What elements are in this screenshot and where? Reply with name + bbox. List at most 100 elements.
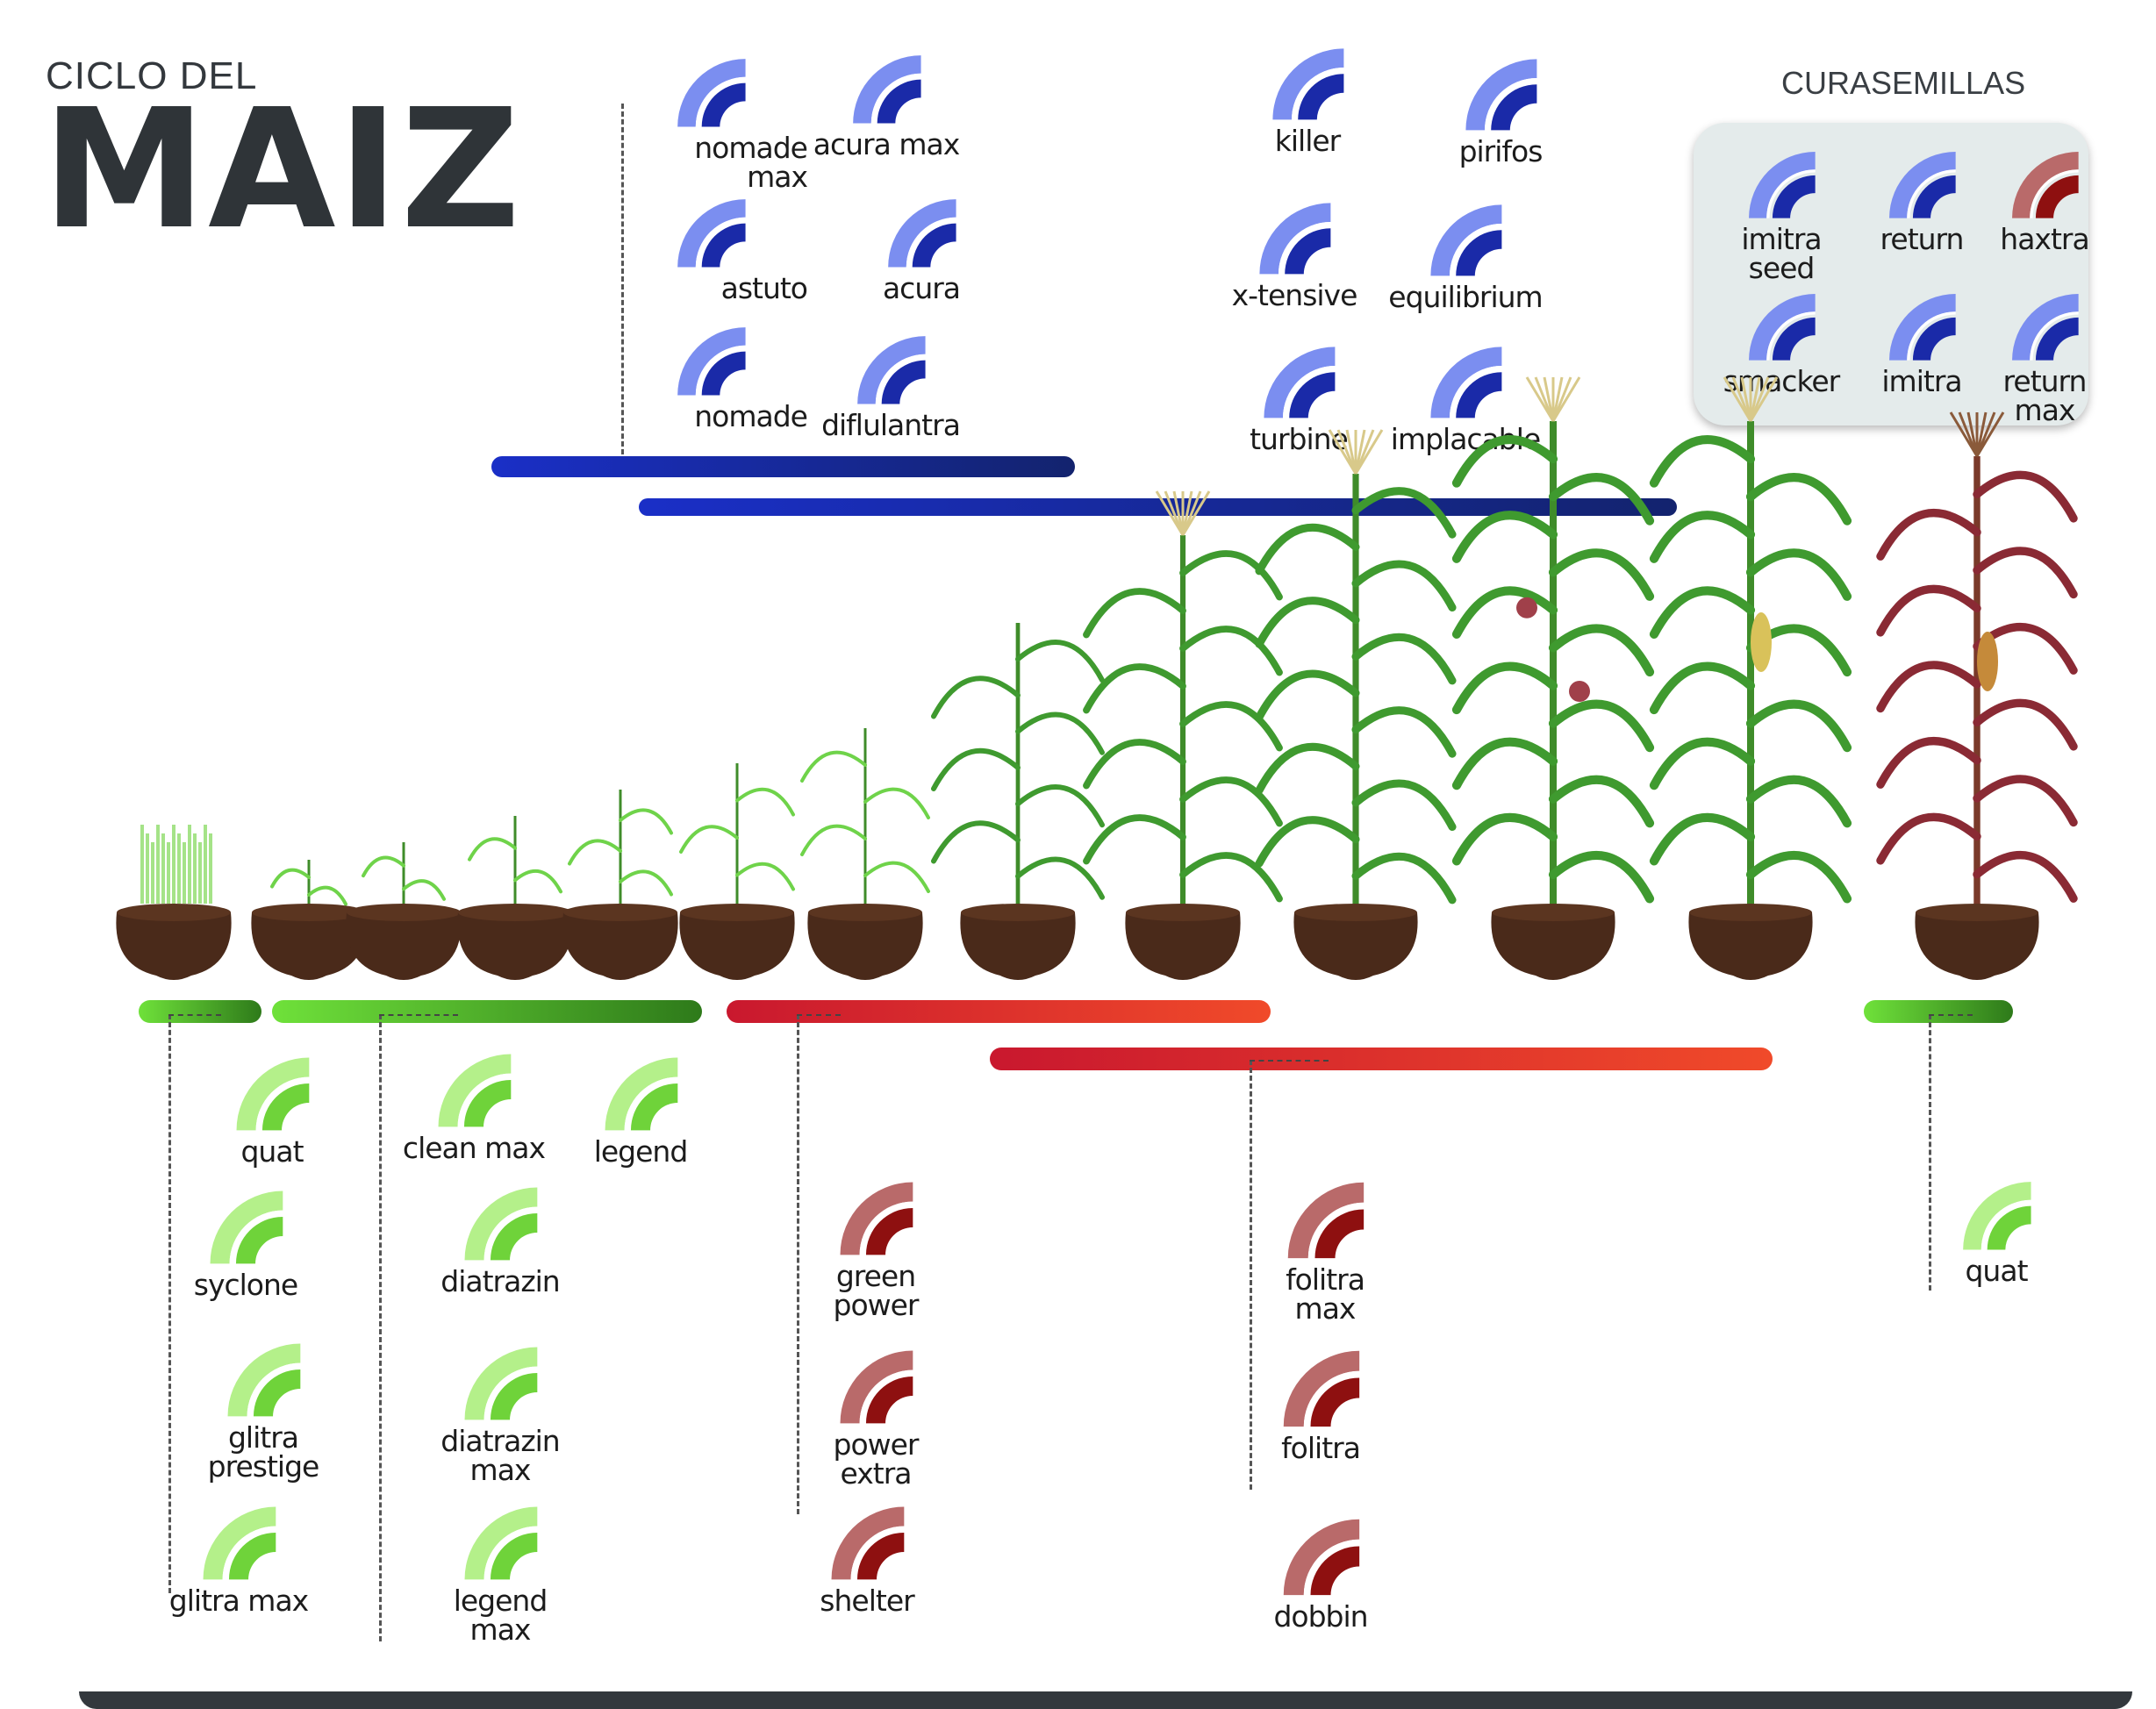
growth-stage — [1649, 376, 1852, 980]
curasemilla-item: imitra seed — [1685, 147, 1878, 282]
connector-quat-tick — [168, 1014, 221, 1016]
product-label: nomade max — [694, 131, 808, 194]
herbicide-item: glitra prestige — [167, 1339, 360, 1481]
green-arc-icon — [149, 1186, 342, 1267]
product-label: diatrazin max — [441, 1424, 560, 1487]
fungicide-item: dobbin — [1224, 1514, 1417, 1631]
green-arc-icon — [167, 1339, 360, 1419]
insecticide-item: turbine — [1202, 342, 1395, 454]
blue-arc-icon — [614, 323, 807, 398]
insecticide-item: acura — [825, 195, 1018, 303]
product-label: diflulantra — [821, 408, 961, 442]
fungicide-bar-2 — [990, 1048, 1773, 1070]
growth-stage — [116, 825, 232, 980]
green-arc-icon — [544, 1053, 737, 1133]
product-label: nomade — [694, 399, 808, 433]
product-label: return — [1880, 222, 1965, 256]
green-arc-icon — [404, 1342, 597, 1423]
product-label: acura — [882, 271, 961, 305]
product-label: quat — [1965, 1254, 2028, 1288]
product-label: glitra max — [168, 1584, 309, 1618]
curasemillas-title: CURASEMILLAS — [1781, 65, 2026, 101]
fungicide-item: folitra — [1224, 1346, 1417, 1462]
insecticide-item: killer — [1211, 44, 1404, 155]
blue-arc-icon — [1685, 290, 1878, 363]
herbicide-item: legend — [544, 1053, 737, 1166]
product-label: equilibrium — [1388, 280, 1543, 314]
herbicide-item: diatrazin — [404, 1183, 597, 1296]
connector-fungicides-b-tick — [1250, 1060, 1329, 1062]
product-label: power extra — [833, 1427, 920, 1491]
growth-stage — [251, 860, 367, 980]
curasemilla-item: return — [1825, 147, 2018, 254]
green-arc-icon — [175, 1053, 369, 1133]
herbicide-item: syclone — [149, 1186, 342, 1299]
title-main: MAIZ — [42, 74, 522, 266]
product-label: astuto — [720, 271, 808, 305]
insecticide-item: astuto — [614, 195, 808, 305]
product-label: acura max — [813, 127, 960, 161]
curasemilla-item: smacker — [1685, 290, 1878, 396]
connector-fungicides-a-tick — [797, 1014, 841, 1016]
green-arc-icon — [404, 1502, 597, 1583]
insecticide-bar-2 — [639, 498, 1677, 516]
blue-arc-icon — [1369, 200, 1562, 279]
insecticide-item: acura max — [790, 51, 983, 159]
herbicide-bar-postemergence — [272, 1000, 702, 1023]
product-label: dobbin — [1273, 1599, 1368, 1634]
bottom-rule — [79, 1691, 2132, 1709]
red-arc-icon — [779, 1177, 972, 1258]
growth-stage — [679, 763, 795, 980]
blue-arc-icon — [1198, 198, 1391, 277]
green-arc-icon — [142, 1502, 335, 1583]
blue-arc-icon — [1825, 290, 2018, 363]
green-arc-icon — [404, 1183, 597, 1263]
product-label: glitra prestige — [207, 1420, 320, 1484]
connector-quat-end — [1929, 1014, 1931, 1291]
product-label: killer — [1274, 124, 1342, 158]
product-label: pirifos — [1458, 134, 1544, 168]
product-label: green power — [833, 1259, 920, 1322]
herbicide-bar-harvest — [1864, 1000, 2013, 1023]
insecticide-item: implacable — [1369, 342, 1562, 454]
growth-stage — [457, 816, 573, 980]
herbicide-item: clean max — [377, 1049, 570, 1162]
insecticide-bar-1 — [491, 456, 1075, 477]
product-label: x-tensive — [1231, 278, 1358, 312]
growth-stage — [800, 728, 930, 980]
fungicide-item: green power — [779, 1177, 972, 1319]
herbicide-item: quat — [175, 1053, 369, 1166]
product-label: imitra seed — [1741, 222, 1822, 285]
growth-stage — [1255, 429, 1457, 980]
herbicide-item: glitra max — [142, 1502, 335, 1615]
connector-herbicides-tick — [379, 1014, 458, 1016]
red-arc-icon — [1224, 1346, 1417, 1430]
growth-stage — [562, 790, 678, 980]
insecticide-item: pirifos — [1404, 54, 1597, 166]
insecticide-item: nomade max — [614, 54, 808, 194]
red-arc-icon — [770, 1502, 963, 1583]
growth-stage — [346, 842, 462, 980]
product-label: clean max — [402, 1131, 546, 1165]
blue-arc-icon — [1825, 147, 2018, 221]
product-label: legend — [593, 1134, 689, 1169]
growth-stage — [931, 623, 1105, 980]
green-arc-icon — [377, 1049, 570, 1130]
red-arc-icon — [1228, 1177, 1422, 1262]
product-label: return max — [2002, 364, 2088, 427]
herbicide-item: diatrazin max — [404, 1342, 597, 1484]
growth-stage — [1876, 411, 2078, 980]
insecticide-item: nomade — [614, 323, 808, 433]
connector-herbicides — [379, 1014, 382, 1641]
fungicide-item: shelter — [770, 1502, 963, 1615]
red-arc-icon — [1224, 1514, 1417, 1598]
connector-quat-end-tick — [1929, 1014, 1973, 1016]
blue-arc-icon — [1211, 44, 1404, 123]
product-label: shelter — [820, 1584, 914, 1618]
connector-quat — [168, 1014, 171, 1593]
curasemilla-item: haxtra — [1948, 147, 2141, 254]
herbicide-item: quat — [1900, 1177, 2093, 1285]
blue-arc-icon — [1404, 54, 1597, 133]
connector-fungicides-b — [1250, 1060, 1252, 1490]
blue-arc-icon — [1685, 147, 1878, 221]
